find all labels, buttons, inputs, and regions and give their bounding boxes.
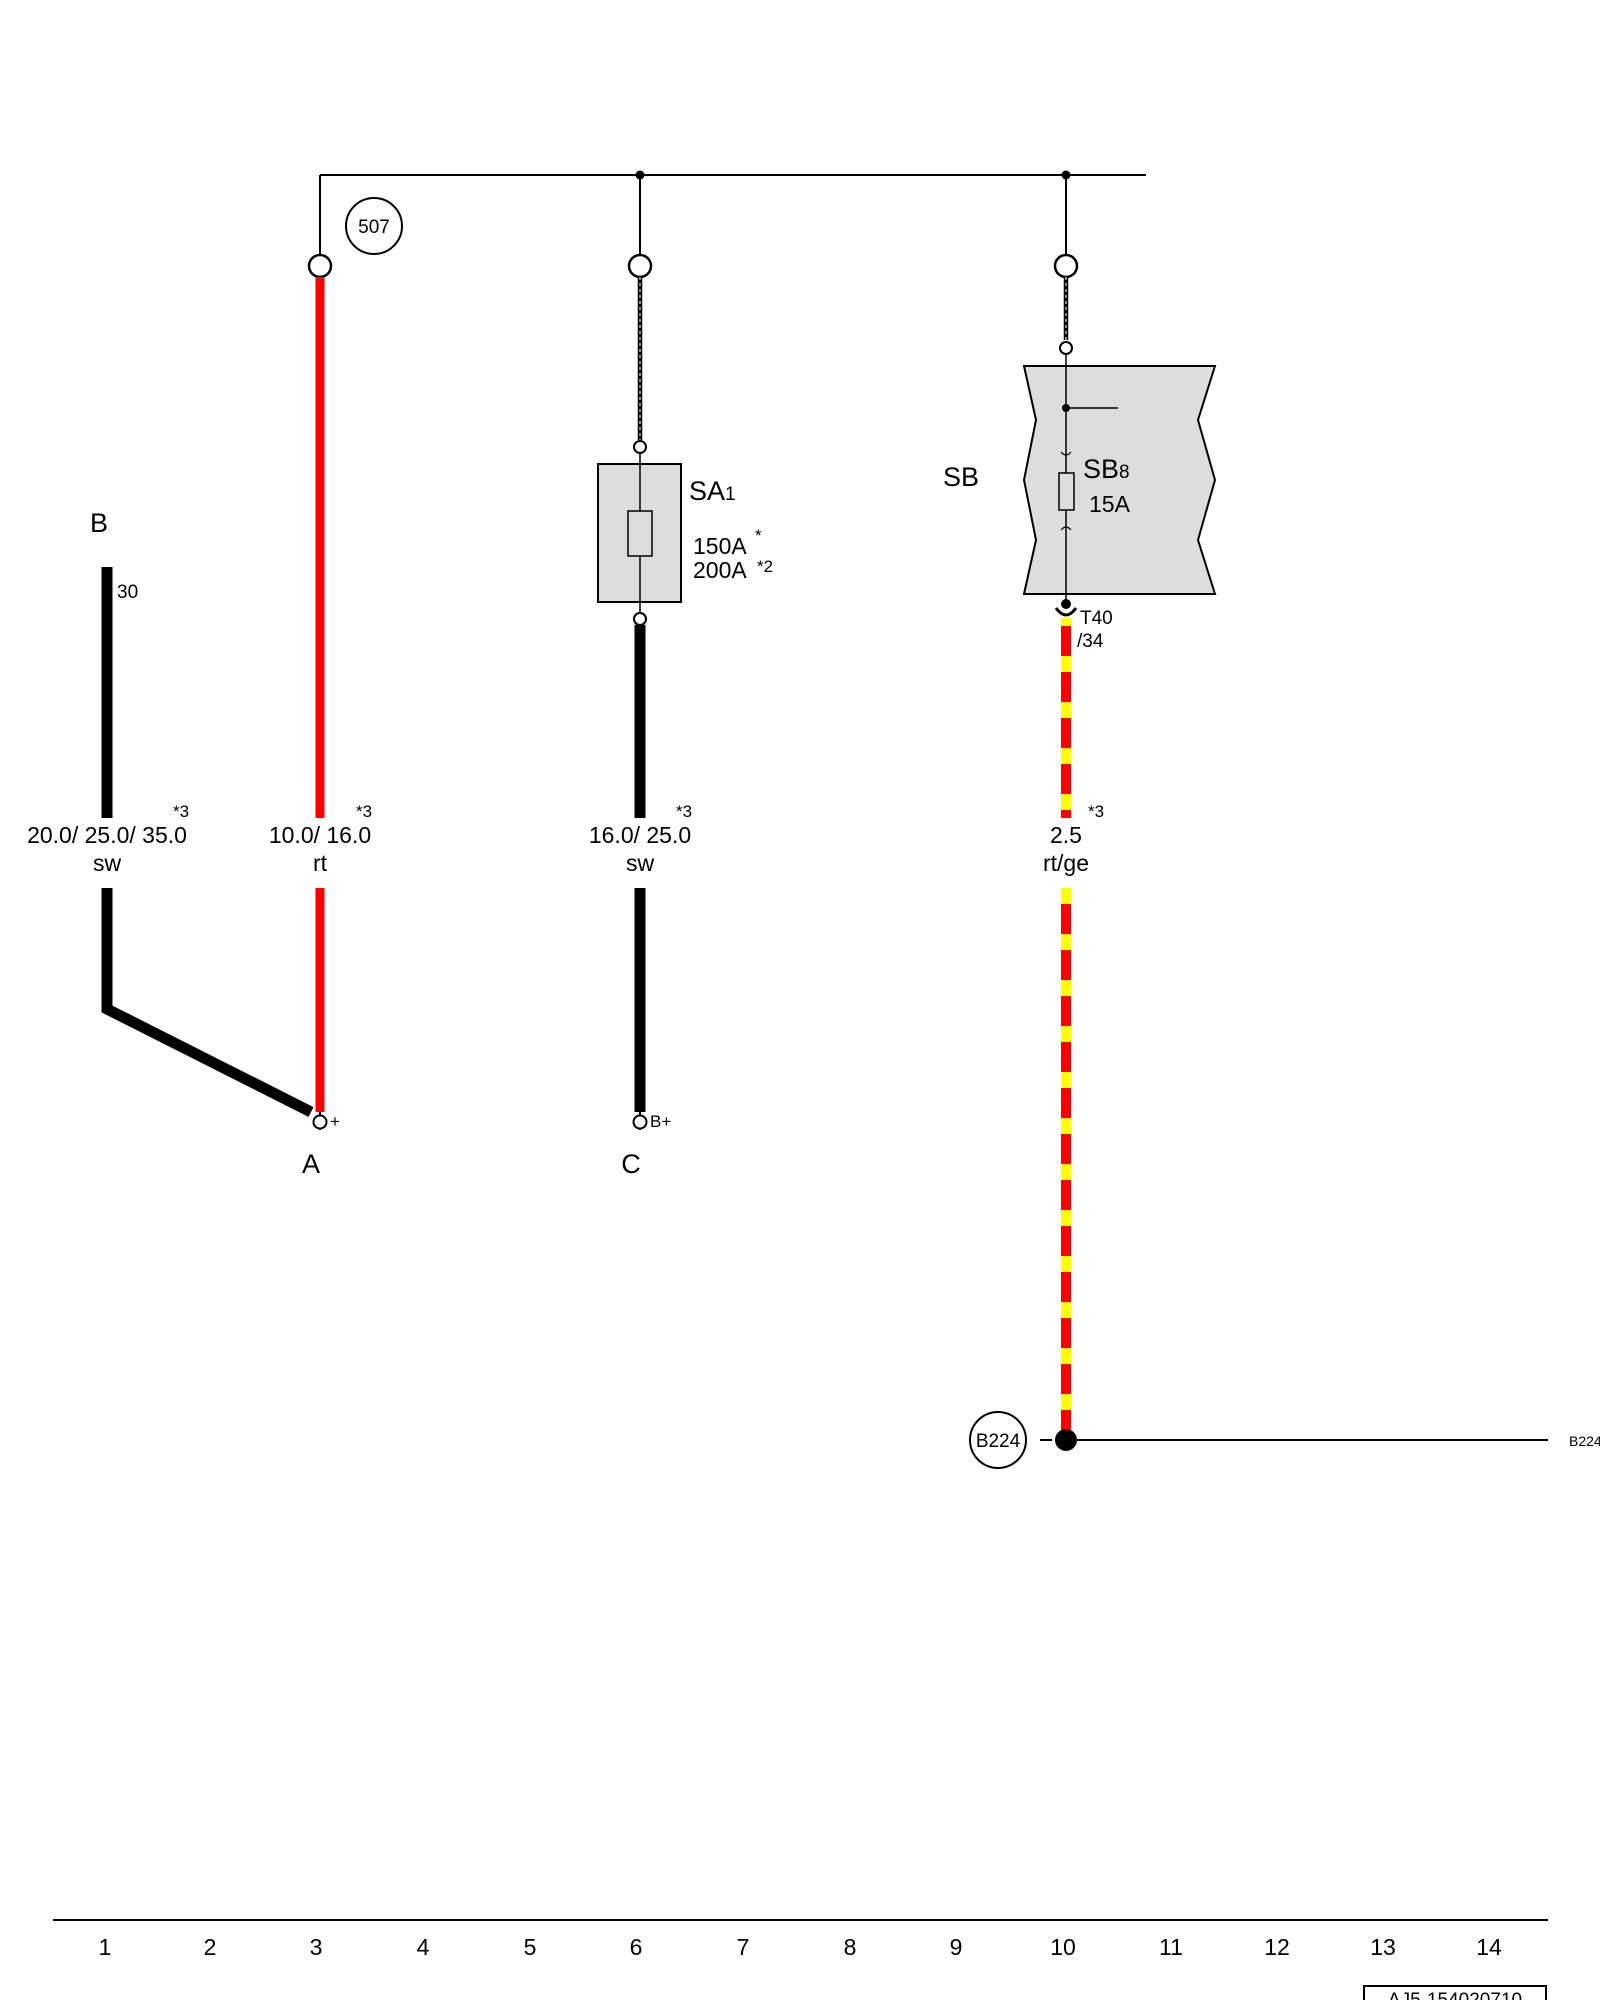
ruler-number: 10 (1050, 1934, 1076, 1960)
terminal-3-top (307, 253, 333, 279)
sb8-fuse-clip-bottom (1060, 526, 1072, 531)
component-B-label: B (90, 508, 108, 538)
sb-pin-bottom (1061, 599, 1071, 609)
t40-connector-symbol (1054, 607, 1078, 617)
terminal-10-top (1053, 253, 1079, 279)
component-A-label: A (302, 1149, 320, 1179)
t40-pin-index: /34 (1077, 631, 1104, 652)
wire-3-note: *3 (356, 802, 372, 821)
sb8-fuse-clip-top (1060, 451, 1072, 456)
t40-pin-label: T40 (1080, 608, 1113, 629)
ruler-number: 8 (844, 1934, 857, 1960)
b224-junction (1055, 1429, 1077, 1451)
ruler-number: 9 (950, 1934, 963, 1960)
ruler-number: 4 (417, 1934, 430, 1960)
component-C-label: C (621, 1149, 641, 1179)
ruler-number: 3 (310, 1934, 323, 1960)
sb-label: SB (943, 462, 979, 492)
terminal-C-circle (632, 1114, 648, 1130)
sb-pin-top (1059, 341, 1073, 355)
ruler-number: 2 (204, 1934, 217, 1960)
wire-10-note: *3 (1088, 802, 1104, 821)
ruler-number: 7 (737, 1934, 750, 1960)
wire-10-size: 2.5 (1050, 822, 1082, 848)
ruler-number: 6 (630, 1934, 643, 1960)
sa1-pin-top (633, 440, 647, 454)
wire-1-note: *3 (173, 802, 189, 821)
sa1-rating-150a: 150A (693, 533, 747, 559)
sa1-pin-bottom (633, 612, 647, 626)
ruler-number: 1 (99, 1934, 112, 1960)
ruler-number: 12 (1264, 1934, 1290, 1960)
sa1-fuse-element (627, 510, 653, 557)
sa1-label: SA1 (689, 476, 736, 506)
ruler-number: 14 (1476, 1934, 1502, 1960)
component-B-terminal: 30 (117, 582, 138, 603)
wire-3-size: 10.0/ 16.0 (269, 822, 371, 848)
sa1-note-2: *2 (757, 557, 773, 576)
sb8-label: SB8 (1083, 454, 1130, 484)
wire-1-lower (101, 888, 314, 1117)
sa1-rating-200a: 200A (693, 557, 747, 583)
sb8-fuse-element (1058, 472, 1075, 511)
ruler-number: 11 (1159, 1934, 1183, 1960)
terminal-A-sign: + (330, 1112, 340, 1131)
wire-1-color: sw (93, 850, 122, 876)
connector-b224-label: B224 (976, 1431, 1021, 1452)
wire-6-note: *3 (676, 802, 692, 821)
wire-6-color: sw (626, 850, 655, 876)
doc-id-box (1363, 1985, 1547, 2000)
doc-id-text: AJ5-154020710 (1388, 1990, 1522, 2000)
wire-6-size: 16.0/ 25.0 (589, 822, 691, 848)
terminal-6-top (627, 253, 653, 279)
sb-fuse-carrier (1022, 365, 1217, 595)
ruler-number: 13 (1370, 1934, 1396, 1960)
sa1-note-1: * (755, 526, 762, 545)
wire-10-color: rt/ge (1043, 850, 1089, 876)
connector-b224-circle (969, 1411, 1027, 1469)
wire-1-size: 20.0/ 25.0/ 35.0 (27, 822, 187, 848)
sb8-rating: 15A (1089, 491, 1131, 517)
terminal-C-label: B+ (650, 1112, 671, 1131)
connector-507-label: 507 (358, 217, 390, 238)
connector-507-circle (345, 197, 403, 255)
wire-3-color: rt (313, 850, 328, 876)
ruler-number: 5 (524, 1934, 537, 1960)
terminal-A-circle (312, 1114, 328, 1130)
ruler-numbers: 1 2 3 4 5 6 7 8 9 10 11 12 13 14 (99, 1934, 1502, 1960)
b224-continuation-label: B224 (1569, 1433, 1600, 1449)
